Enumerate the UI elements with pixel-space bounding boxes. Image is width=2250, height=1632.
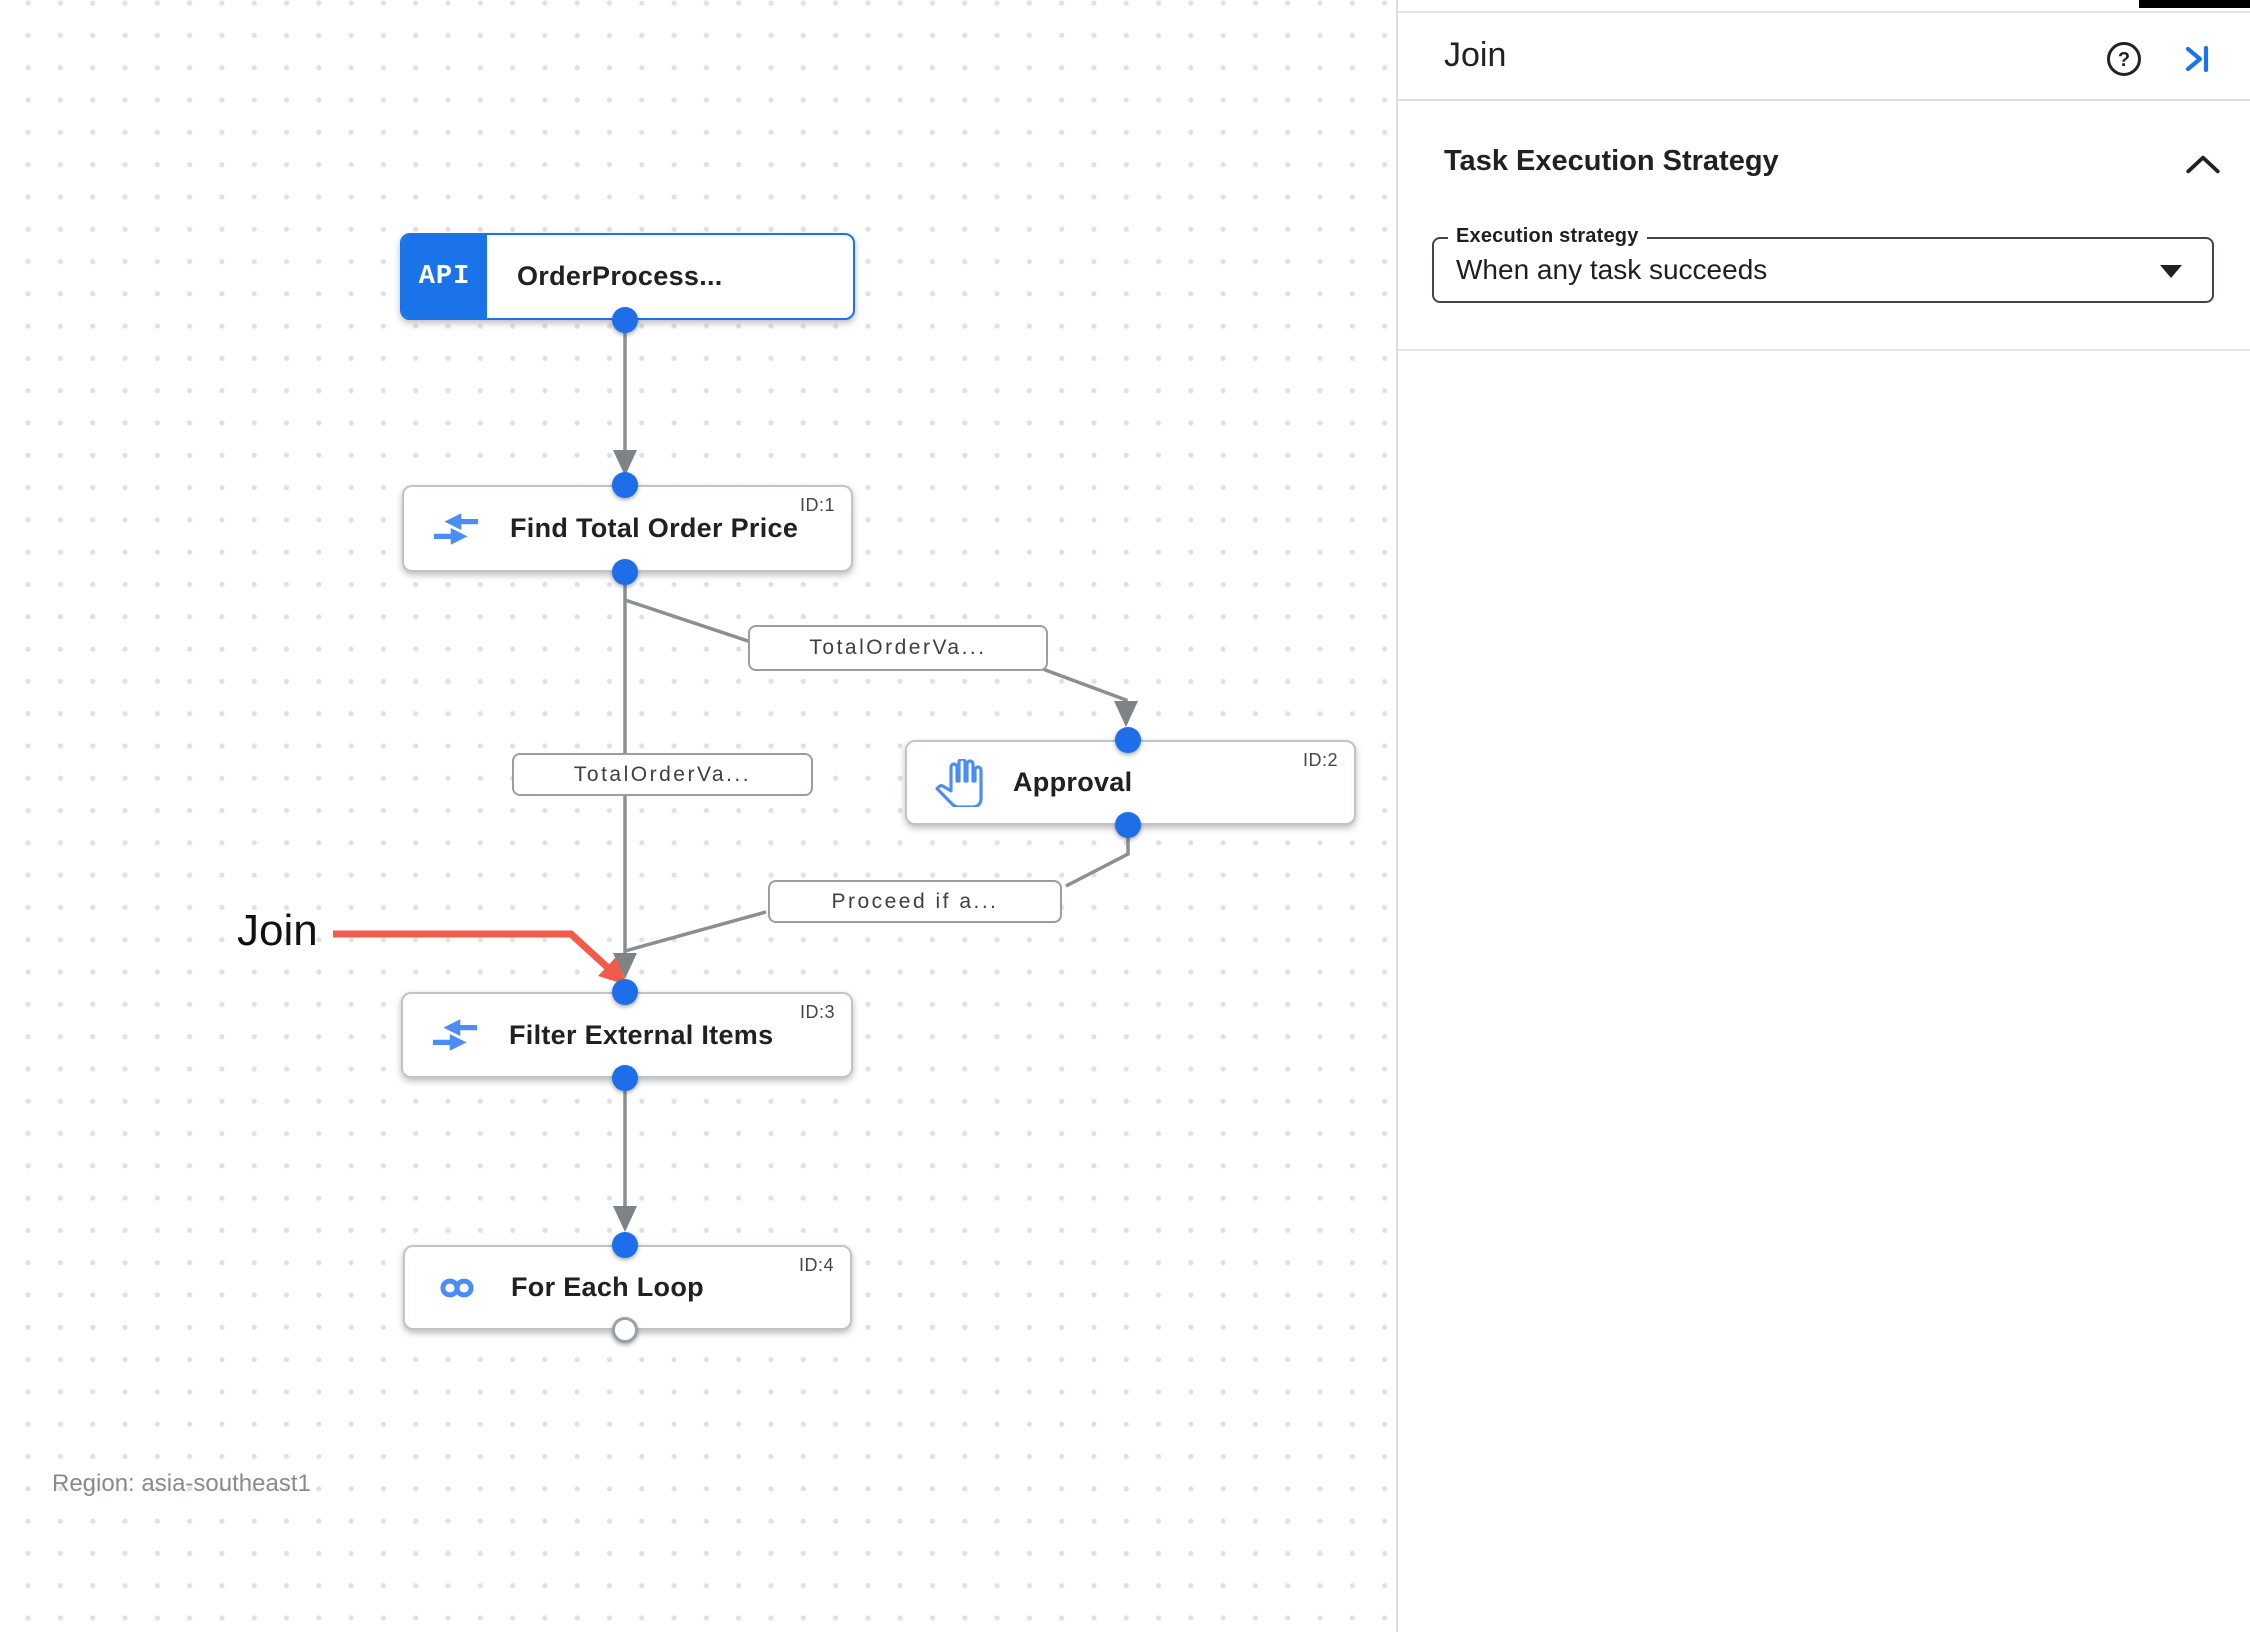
execution-strategy-value: When any task succeeds [1456, 254, 1768, 285]
node-id-badge: ID:2 [1302, 750, 1338, 770]
join-annotation-label: Join [237, 906, 318, 955]
port-task3-in[interactable] [612, 979, 638, 1005]
section-title: Task Execution Strategy [1444, 145, 1779, 177]
panel-header-divider [1398, 99, 2250, 101]
node-id-badge: ID:1 [799, 495, 835, 515]
help-icon[interactable]: ? [2104, 39, 2144, 84]
port-task3-out[interactable] [612, 1065, 638, 1091]
screen-corner-artifact [2139, 0, 2250, 8]
workflow-canvas[interactable]: TotalOrderVa... TotalOrderVa... Proceed … [0, 0, 1396, 1632]
port-task4-out-empty[interactable] [612, 1317, 638, 1343]
port-approval-in[interactable] [1115, 727, 1141, 753]
port-task1-out[interactable] [612, 559, 638, 585]
panel-top-divider [1398, 11, 2250, 13]
node-for-each-loop[interactable]: For Each Loop ID:4 [403, 1245, 852, 1330]
for-each-loop-icon [431, 1271, 483, 1305]
api-trigger-badge-icon: API [402, 235, 487, 318]
node-id-badge: ID:4 [798, 1255, 834, 1275]
approval-hand-icon [933, 758, 985, 807]
config-panel: Join ? Task Execution Strategy Execution… [1396, 0, 2250, 1632]
collapse-panel-icon[interactable] [2176, 39, 2216, 84]
chevron-down-icon [2160, 265, 2182, 278]
port-approval-out[interactable] [1115, 812, 1141, 838]
edge-arrowheads [613, 450, 1138, 1232]
workflow-edges [333, 320, 1138, 1232]
edge-label-text: Proceed if a... [831, 889, 999, 913]
panel-title: Join [1444, 36, 1507, 74]
port-task1-in[interactable] [612, 472, 638, 498]
section-divider [1398, 349, 2250, 351]
edge-label-text: TotalOrderVa... [573, 762, 752, 786]
node-title: Approval [1013, 767, 1133, 797]
port-trigger-out[interactable] [612, 307, 638, 333]
chevron-up-icon[interactable] [2184, 152, 2222, 181]
node-approval[interactable]: Approval ID:2 [905, 740, 1356, 825]
edge-label-totalordervalue-left[interactable]: TotalOrderVa... [512, 753, 813, 796]
execution-strategy-label: Execution strategy [1448, 225, 1647, 248]
edge-label-text: TotalOrderVa... [809, 636, 987, 659]
node-title: OrderProcess... [517, 261, 723, 291]
node-filter-external-items[interactable]: Filter External Items ID:3 [401, 992, 853, 1078]
edge-label-proceed-if[interactable]: Proceed if a... [768, 880, 1062, 923]
port-task4-in[interactable] [612, 1232, 638, 1258]
data-mapping-icon [430, 509, 482, 549]
data-mapping-icon [429, 1015, 481, 1055]
join-annotation-arrow [333, 930, 627, 985]
region-label: Region: asia-southeast1 [52, 1470, 311, 1497]
svg-text:?: ? [2118, 49, 2130, 71]
node-trigger-orderprocess[interactable]: API OrderProcess... [400, 233, 855, 320]
execution-strategy-select[interactable]: Execution strategy When any task succeed… [1432, 225, 2214, 303]
edge-label-totalordervalue-right[interactable]: TotalOrderVa... [748, 625, 1048, 671]
node-id-badge: ID:3 [799, 1002, 835, 1022]
node-title: Find Total Order Price [510, 513, 799, 543]
node-title: Filter External Items [509, 1019, 774, 1050]
node-title: For Each Loop [511, 1272, 704, 1302]
